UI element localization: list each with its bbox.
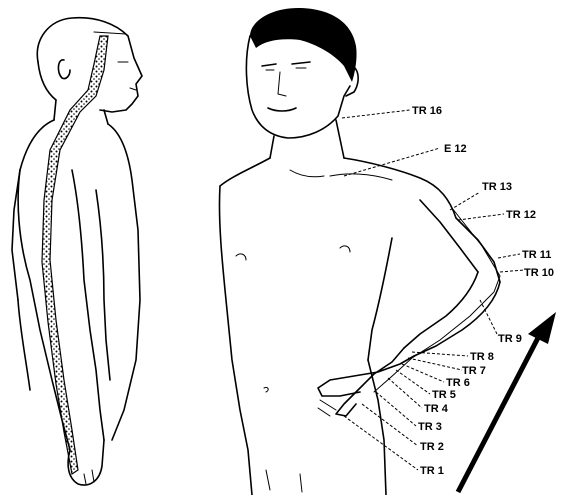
label-tr6: TR 6: [446, 377, 470, 389]
label-tr5: TR 5: [432, 389, 456, 401]
label-tr3: TR 3: [418, 421, 442, 433]
meridian-labels: TR 16 E 12 TR 13 TR 12 TR 11 TR 10 TR 9 …: [412, 105, 554, 477]
label-tr11: TR 11: [522, 249, 551, 261]
label-tr12: TR 12: [506, 209, 536, 221]
label-tr10: TR 10: [524, 267, 554, 279]
label-tr2: TR 2: [420, 441, 444, 453]
label-tr1: TR 1: [420, 465, 444, 477]
label-tr7: TR 7: [462, 365, 486, 377]
label-tr9: TR 9: [498, 333, 522, 345]
label-tr16: TR 16: [412, 105, 442, 117]
label-tr8: TR 8: [470, 351, 494, 363]
side-view-figure: [12, 18, 142, 485]
label-tr4: TR 4: [424, 403, 449, 415]
meridian-pathway: [42, 36, 108, 474]
front-view-figure: [219, 8, 500, 495]
label-tr13: TR 13: [482, 181, 512, 193]
label-e12: E 12: [444, 143, 467, 155]
